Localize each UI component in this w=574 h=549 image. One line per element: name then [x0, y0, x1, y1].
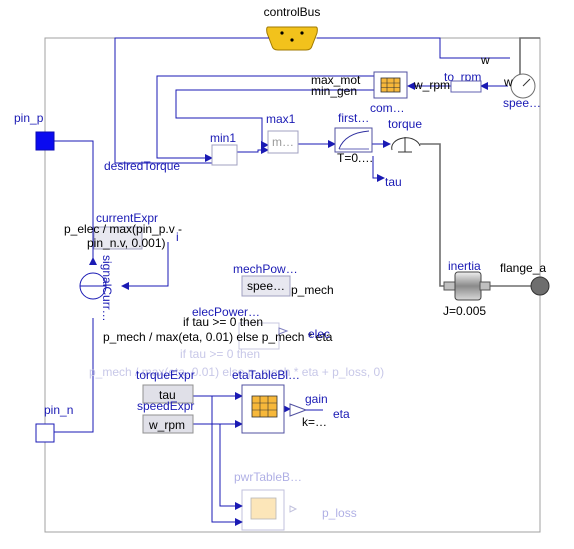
speed-expr-frame — [142, 414, 194, 434]
gain-triangle-icon — [289, 403, 308, 417]
tau-output-label: tau — [385, 175, 402, 189]
speed-sensor-w-label: w — [503, 75, 513, 89]
pin-n-label: pin_n — [44, 403, 73, 417]
w-rpm-signal-label: w_rpm — [413, 78, 450, 92]
table-icon — [250, 497, 277, 520]
inertia-param: J=0.005 — [443, 304, 486, 318]
bus-pin-dot — [290, 38, 294, 42]
inertia-cylinder-icon — [454, 271, 482, 301]
torque-block[interactable]: torque tau — [385, 117, 422, 189]
eta-output-label: eta — [333, 407, 350, 421]
max-mot-label: max_mot — [311, 73, 361, 87]
eta-table-block[interactable]: etaTableBl… — [232, 368, 300, 434]
current-expr-line2: pin_n.v, 0.001) — [87, 236, 166, 250]
negative-pin-icon — [35, 423, 55, 443]
positive-pin-icon — [35, 131, 55, 151]
elec-power-expr2: p_mech / max(eta, 0.01) else p_mech * et… — [103, 330, 333, 344]
flange-icon — [530, 276, 550, 296]
torque-expr-block[interactable]: torqueExpr tau — [136, 368, 195, 404]
pin-n-connector[interactable]: pin_n — [35, 403, 73, 443]
inertia-block[interactable]: inertia J=0.005 — [443, 259, 491, 318]
table-grid-icon — [381, 78, 400, 92]
signal-wires — [54, 37, 510, 526]
current-expr-output: i — [176, 230, 179, 244]
min1-frame — [211, 144, 238, 166]
max1-block[interactable]: max1 m… — [266, 112, 299, 154]
p-loss-output-label: p_loss — [322, 506, 357, 520]
pwr-table-label: pwrTableB… — [234, 470, 302, 484]
elec-output-icon — [278, 327, 289, 335]
min1-label: min1 — [210, 131, 236, 145]
pin-p-label: pin_p — [14, 111, 44, 125]
desired-torque-label: desiredTorque — [104, 159, 180, 173]
current-expr-block[interactable]: currentExpr p_elec / max(pin_p.v - pin_n… — [64, 211, 182, 250]
gain-label: gain — [305, 392, 328, 406]
gain-param: k=… — [302, 415, 327, 429]
bus-pin-dot — [280, 31, 284, 35]
table-icon — [380, 77, 401, 93]
mech-power-block[interactable]: mechPow… spee… p_mech — [233, 262, 334, 297]
combi-table-label: com… — [370, 101, 405, 115]
elec-power-frame — [238, 322, 280, 350]
speed-sensor-block[interactable]: w spee… — [503, 73, 541, 110]
elec-output-label: elec — [308, 327, 330, 341]
pwr-table-block[interactable]: pwrTableB… p_loss — [234, 470, 357, 531]
elec-power-block[interactable]: elecPower… if tau >= 0 then p_mech / max… — [103, 305, 333, 361]
control-bus[interactable]: controlBus — [264, 5, 321, 51]
current-arrow-icon — [89, 257, 97, 265]
w-bus-label: w — [480, 53, 490, 67]
first-order-frame — [334, 127, 373, 153]
elec-power-ghost-text: if tau >= 0 then — [180, 347, 260, 361]
table-grid-icon — [252, 396, 277, 417]
gain-block[interactable]: gain k=… eta — [289, 392, 350, 429]
shaft-right-icon — [479, 281, 491, 291]
current-expr-line1: p_elec / max(pin_p.v - — [64, 222, 182, 236]
pin-p-connector[interactable]: pin_p — [14, 111, 55, 151]
first-order-param: T=0.… — [337, 151, 373, 165]
mech-power-body: spee… — [247, 279, 285, 293]
signal-current-block[interactable]: signalCurr… — [79, 255, 114, 322]
speed-expr-value: w_rpm — [148, 418, 185, 432]
mech-power-label: mechPow… — [233, 262, 298, 276]
current-expr-label: currentExpr — [96, 211, 158, 225]
first-order-label: first… — [338, 111, 369, 125]
elec-power-expr1: if tau >= 0 then — [183, 315, 263, 329]
speed-expr-block[interactable]: speedExpr w_rpm — [137, 399, 194, 434]
p-mech-output: p_mech — [291, 283, 334, 297]
eta-table-label: etaTableBl… — [232, 368, 300, 382]
pwr-output-icon — [289, 505, 298, 513]
flange-label: flange_a — [500, 261, 546, 275]
torque-expr-value: tau — [159, 388, 176, 402]
torque-label: torque — [388, 117, 422, 131]
step-response-icon — [338, 130, 370, 150]
speed-sensor-label: spee… — [503, 96, 541, 110]
ghost-expression-text: p_mech / max(eta, 0.01) else p_mech * et… — [89, 365, 384, 379]
first-order-block[interactable]: first… T=0.… — [334, 111, 373, 165]
pwr-table-frame — [241, 489, 285, 531]
to-rpm-block[interactable]: to_rpm w_rpm — [413, 70, 482, 93]
mech-power-frame — [241, 275, 291, 297]
max1-body-text: m… — [272, 135, 294, 149]
flange-connector[interactable]: flange_a — [500, 261, 550, 296]
max1-frame — [267, 130, 299, 154]
inertia-label: inertia — [448, 259, 481, 273]
control-bus-label: controlBus — [264, 5, 321, 19]
torque-arc-icon — [391, 137, 421, 151]
current-expr-frame — [93, 226, 143, 250]
table-icon — [251, 395, 278, 418]
max1-label: max1 — [266, 112, 296, 126]
combi-table-block[interactable]: com… — [370, 71, 408, 115]
signal-current-label: signalCurr… — [100, 255, 114, 322]
torque-expr-label: torqueExpr — [136, 368, 195, 382]
torque-expr-frame — [142, 384, 194, 404]
elec-power-label: elecPower… — [192, 305, 260, 319]
min-gen-label: min_gen — [311, 84, 357, 98]
sensor-needle-icon — [522, 78, 531, 87]
bus-pin-dot — [300, 31, 304, 35]
to-rpm-frame — [450, 80, 482, 93]
shaft-left-icon — [443, 281, 457, 291]
min1-block[interactable]: min1 — [210, 131, 238, 166]
speed-expr-label: speedExpr — [137, 399, 194, 413]
